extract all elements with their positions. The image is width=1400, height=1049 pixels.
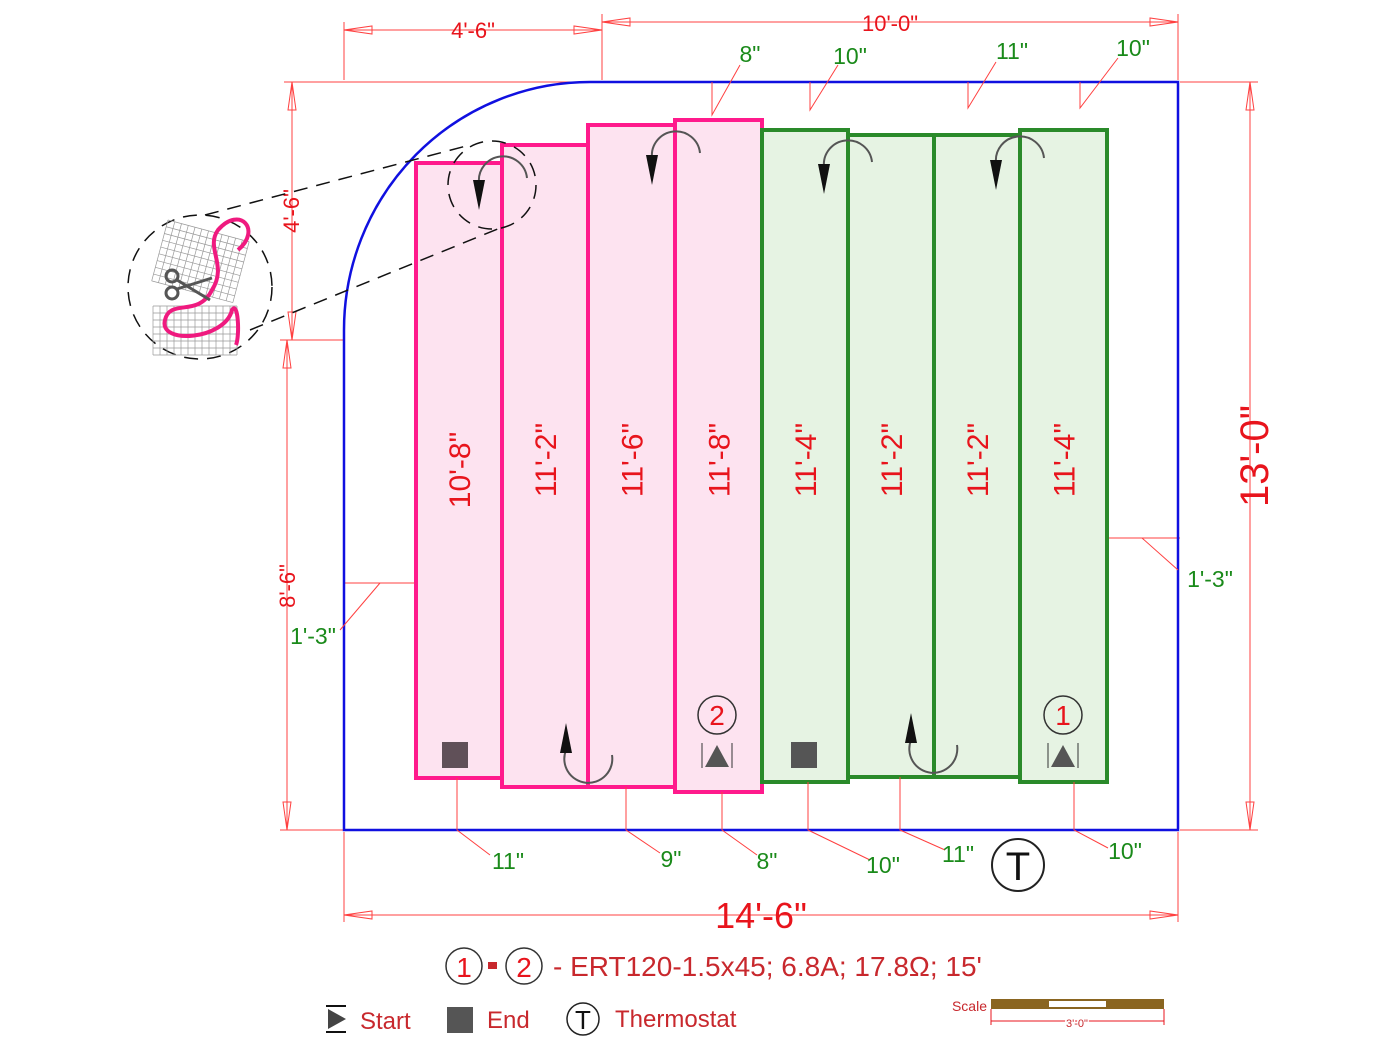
- strip-length-label: 11'-6": [617, 423, 650, 497]
- legend-end-icon: [447, 1007, 473, 1033]
- room-outline: [342, 80, 1180, 832]
- svg-text:1: 1: [1055, 700, 1071, 731]
- legend: Start End T Thermostat: [326, 1002, 737, 1036]
- dim-bottom: 14'-6": [715, 895, 807, 936]
- dim-top-left: 4'-6": [451, 18, 495, 43]
- bottom-offset-2: 9": [661, 846, 682, 872]
- heating-strip: 11'-6": [586, 123, 677, 789]
- heating-strip: 11'-8": [673, 118, 764, 794]
- end-icon: [791, 742, 817, 768]
- cut-detail-callout: [127, 140, 537, 360]
- strip-length-label: 10'-8": [444, 432, 477, 508]
- legend-thermostat-icon: [566, 1002, 600, 1036]
- start-icon: [701, 743, 733, 768]
- turn-arrows: [473, 130, 1045, 784]
- cable-icon: [162, 217, 251, 346]
- heating-mat-strips: 10'-8" 11'-2" 11'-6" 11'-8" 11'-4" 11'-2" 11'-…: [414, 118, 1109, 794]
- spec-text: - ERT120-1.5x45; 6.8A; 17.8Ω; 15': [553, 951, 982, 982]
- dim-left-lower: 8'-6": [275, 564, 300, 608]
- side-offset-left: 1'-3": [290, 623, 336, 649]
- bottom-offset-3: 8": [757, 848, 778, 874]
- dim-top-right: 10'-0": [862, 11, 918, 36]
- dim-left-upper: 4'-6": [279, 189, 304, 233]
- bottom-offset-1: 11": [492, 848, 524, 874]
- dim-right: 13'-0": [1233, 405, 1277, 507]
- scissors-icon: [164, 268, 213, 302]
- strip-length-label: 11'-2": [530, 423, 563, 497]
- turn-arrow-icon: [560, 723, 614, 784]
- circuit-marker-1: 1: [1043, 695, 1083, 735]
- turn-arrow-icon: [473, 155, 528, 210]
- heating-strip: 11'-2": [500, 143, 590, 789]
- end-icon: [442, 742, 468, 768]
- top-offset-labels: 8" 10" 11" 10": [740, 35, 1150, 69]
- top-offset-1: 8": [740, 41, 761, 67]
- svg-text:T: T: [575, 1005, 591, 1035]
- scale-length: 3'-0": [1066, 1018, 1088, 1030]
- turn-arrow-icon: [646, 130, 701, 185]
- strip-length-label: 11'-4": [790, 423, 823, 497]
- turn-arrow-icon: [818, 139, 873, 194]
- dimension-arrowheads: [282, 17, 1255, 920]
- strip-length-label: 11'-8": [704, 423, 737, 497]
- heating-strip: 11'-4": [760, 128, 850, 784]
- scale-label: Scale: [952, 998, 987, 1014]
- svg-text:T: T: [1006, 845, 1030, 889]
- bottom-offset-labels: 11" 9" 8" 10" 11" 10": [492, 838, 1142, 878]
- spec-from: 1: [456, 952, 472, 983]
- strip-length-label: 11'-2": [876, 423, 909, 497]
- cable-spec: 1 2 - ERT120-1.5x45; 6.8A; 17.8Ω; 15': [445, 947, 982, 985]
- strip-length-label: 11'-2": [962, 423, 995, 497]
- bottom-offset-6: 10": [1108, 838, 1142, 864]
- offset-leaders: [339, 57, 1179, 861]
- top-offset-2: 10": [833, 43, 867, 69]
- bottom-offset-4: 10": [866, 852, 900, 878]
- heating-strip: 10'-8": [414, 161, 504, 780]
- circuit-marker-2: 2: [697, 695, 737, 735]
- heating-strip: 11'-2": [846, 133, 936, 779]
- legend-start: Start: [360, 1008, 411, 1035]
- turn-arrow-icon: [990, 135, 1045, 190]
- strip-length-label: 11'-4": [1049, 423, 1082, 497]
- legend-thermostat: Thermostat: [615, 1006, 737, 1033]
- thermostat-marker: T: [991, 838, 1045, 892]
- heating-strip: 11'-2": [932, 133, 1022, 779]
- heating-strip: 11'-4": [1018, 128, 1109, 784]
- turn-arrow-icon: [905, 713, 959, 774]
- side-offset-right: 1'-3": [1187, 566, 1233, 592]
- svg-text:2: 2: [709, 700, 725, 731]
- legend-end: End: [487, 1007, 530, 1034]
- top-offset-4: 10": [1116, 35, 1150, 61]
- cut-detail-icon: [151, 217, 251, 356]
- scale-bar: Scale 3'-0": [952, 998, 1165, 1032]
- legend-start-icon: [326, 1005, 346, 1033]
- top-offset-3: 11": [996, 38, 1028, 64]
- spec-to: 2: [516, 952, 532, 983]
- start-icon: [1047, 743, 1079, 768]
- bottom-offset-5: 11": [942, 841, 974, 867]
